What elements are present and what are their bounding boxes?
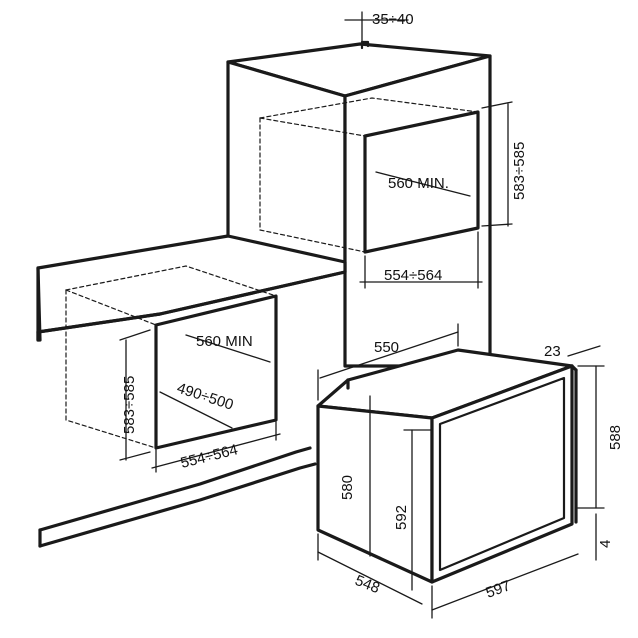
oven-door-frame [438, 376, 566, 572]
label-under-depth: 560 MIN [196, 333, 253, 350]
under-hidden-top [65, 265, 277, 297]
label-wall-depth: 560 MIN. [388, 175, 449, 192]
dim-wall-height-ext-bot [481, 223, 513, 227]
dim-wall-depth-line [375, 171, 471, 197]
floor-line [38, 446, 312, 532]
dim-oven-side-d-line [317, 551, 423, 605]
tall-niche-hidden-top [259, 97, 479, 119]
label-under-height: 583÷585 [121, 376, 138, 434]
label-wall-width: 554÷564 [384, 267, 442, 284]
label-oven-total-h: 588 [607, 425, 624, 450]
dim-under-inner-line [159, 391, 233, 429]
label-under-width: 554÷564 [179, 441, 240, 472]
dim-under-width-line [151, 433, 281, 469]
label-top-depth: 35÷40 [372, 11, 414, 28]
dim-wall-height-ext-top [481, 101, 513, 109]
label-oven-body-h: 580 [339, 475, 356, 500]
plinth-line [38, 462, 317, 548]
worktop-edge [36, 312, 162, 334]
tall-niche-hidden-diag [259, 117, 366, 137]
base-cabinets [36, 234, 347, 548]
label-wall-height: 583÷585 [511, 142, 528, 200]
dim-under-height-ext-bot [119, 451, 151, 461]
label-oven-gap: 4 [597, 540, 614, 548]
tall-niche-hidden-side [259, 117, 366, 253]
under-hidden-diag [65, 289, 157, 326]
tall-cabinet [226, 40, 492, 368]
tall-cabinet-side [226, 60, 347, 270]
dim-under-depth-line [185, 334, 271, 363]
under-counter-opening [154, 294, 278, 450]
tall-niche-opening [363, 110, 480, 254]
label-oven-depth: 550 [374, 339, 399, 356]
tall-cabinet-front [343, 54, 492, 368]
dimension-lines [119, 11, 605, 619]
label-oven-front-h: 592 [393, 505, 410, 530]
worktop-front [158, 270, 347, 316]
label-door-thick: 23 [544, 343, 561, 360]
dim-door-thick-line [567, 345, 601, 357]
oven-door [430, 364, 574, 584]
dim-oven-depth-line [319, 331, 459, 379]
label-oven-side-d: 548 [353, 572, 383, 597]
oven-side [316, 404, 434, 584]
oven [316, 348, 578, 584]
dim-under-height-ext-top [119, 329, 151, 341]
dim-oven-width-line [431, 553, 579, 611]
